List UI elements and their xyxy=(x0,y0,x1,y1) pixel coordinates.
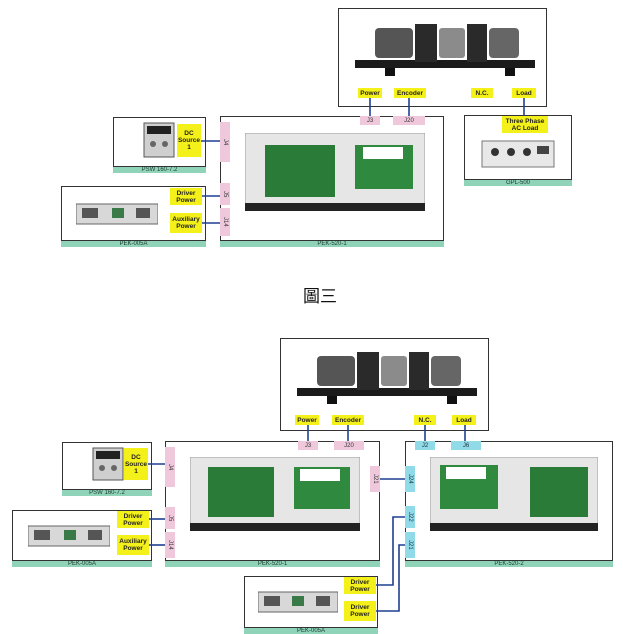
figure-2: Power Encoder N.C. Load J3 J20 J4 J5 J14… xyxy=(0,330,623,634)
figure-caption: 圖三 xyxy=(290,282,350,304)
wires-fig1 xyxy=(0,0,623,255)
wires-fig2 xyxy=(0,330,623,634)
figure-1: Power Encoder N.C. Load J3 J20 J4 J5 J14… xyxy=(0,0,623,255)
